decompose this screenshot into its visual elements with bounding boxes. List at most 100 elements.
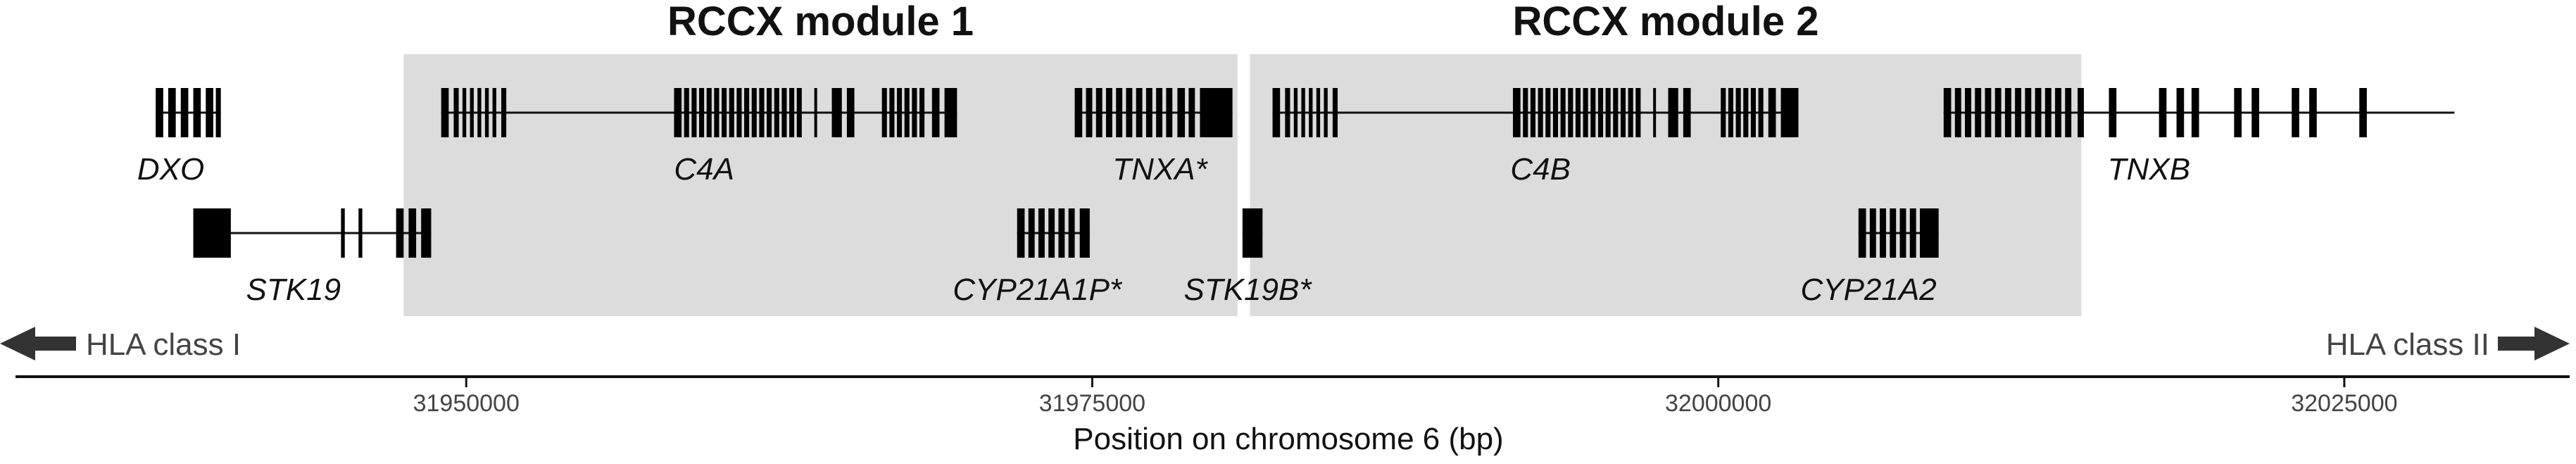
gene-cyp21a1p: CYP21A1P*	[953, 208, 1123, 307]
gene-stk19: STK19	[193, 208, 432, 307]
exon	[722, 88, 727, 137]
exon	[1975, 88, 1982, 137]
exon	[919, 88, 925, 137]
gene-label-stk19: STK19	[246, 272, 341, 307]
exon	[1177, 88, 1186, 137]
exon	[1858, 208, 1866, 258]
exon	[2065, 88, 2072, 137]
hla-class-i-indicator: HLA class I	[0, 327, 241, 362]
exon	[1513, 88, 1521, 137]
exon	[180, 88, 189, 137]
exon	[1965, 88, 1971, 137]
exon	[1530, 88, 1536, 137]
exon	[341, 208, 345, 258]
exon	[767, 88, 772, 137]
exon	[2191, 88, 2199, 137]
exon	[2055, 88, 2061, 137]
exon	[1272, 88, 1281, 137]
exon	[706, 88, 712, 137]
exon	[912, 88, 917, 137]
exon	[684, 88, 689, 137]
exon	[796, 88, 802, 137]
exon	[1200, 88, 1233, 137]
exon	[1086, 88, 1093, 137]
exon	[492, 88, 496, 137]
hla-class-i-label: HLA class I	[86, 327, 241, 362]
exon	[736, 88, 742, 137]
exon	[831, 88, 842, 137]
exon	[1242, 208, 1263, 258]
exon	[1156, 88, 1163, 137]
exon	[1074, 88, 1083, 137]
exon	[2044, 88, 2052, 137]
exon	[729, 88, 734, 137]
exon	[215, 88, 221, 137]
exon	[2109, 88, 2117, 137]
gene-c4b: C4B	[1272, 88, 1799, 187]
exon	[1116, 88, 1123, 137]
exon	[1583, 88, 1588, 137]
exon	[2234, 88, 2242, 137]
exon	[1126, 88, 1133, 137]
exon	[897, 88, 903, 137]
exon	[674, 88, 682, 137]
exon	[1597, 88, 1604, 137]
gene-stk19b: STK19B*	[1183, 208, 1312, 307]
exon	[744, 88, 750, 137]
exon	[1545, 88, 1551, 137]
exon	[1017, 208, 1025, 258]
exon	[889, 88, 895, 137]
exon	[1768, 88, 1776, 137]
gene-cyp21a2: CYP21A2	[1800, 208, 1939, 307]
exon	[1880, 208, 1886, 258]
exon	[1568, 88, 1573, 137]
exon	[358, 208, 363, 258]
exon	[1909, 208, 1916, 258]
exon	[1758, 88, 1764, 137]
exon	[904, 88, 910, 137]
exon	[1038, 208, 1045, 258]
gene-label-dxo: DXO	[137, 152, 204, 187]
exon	[2309, 88, 2317, 137]
exon	[477, 88, 482, 137]
exon	[1919, 208, 1939, 258]
exon	[453, 88, 459, 137]
exon	[2004, 88, 2011, 137]
exon	[1285, 88, 1290, 137]
exon	[751, 88, 757, 137]
exon	[881, 88, 887, 137]
hla-class-ii-indicator: HLA class II	[2326, 327, 2570, 362]
exon	[1985, 88, 1992, 137]
exon	[193, 88, 201, 137]
rccx-module-1-title: RCCX module 1	[667, 0, 974, 44]
gene-label-c4a: C4A	[674, 152, 734, 187]
gene-label-c4b: C4B	[1510, 152, 1571, 187]
gene-label-cyp21a2: CYP21A2	[1800, 272, 1936, 307]
exon	[1058, 208, 1065, 258]
exon	[1653, 88, 1657, 137]
exon	[1309, 88, 1313, 137]
x-tick-label: 31950000	[413, 390, 520, 417]
exon	[759, 88, 765, 137]
gene-label-tnxb: TNXB	[2108, 152, 2190, 187]
exon	[1750, 88, 1757, 137]
exon	[1560, 88, 1566, 137]
exon	[484, 88, 489, 137]
x-tick-label: 32000000	[1665, 390, 1771, 417]
exon	[1869, 208, 1876, 258]
exon	[1324, 88, 1328, 137]
exon	[462, 88, 467, 137]
exon	[1721, 88, 1726, 137]
exon	[1668, 88, 1678, 137]
exon	[1293, 88, 1298, 137]
gene-label-cyp21a1p: CYP21A1P*	[953, 272, 1123, 307]
exon	[1028, 208, 1035, 258]
exon	[846, 88, 855, 137]
exon	[2025, 88, 2032, 137]
exon	[1628, 88, 1633, 137]
exon	[501, 88, 507, 137]
exon	[2015, 88, 2022, 137]
